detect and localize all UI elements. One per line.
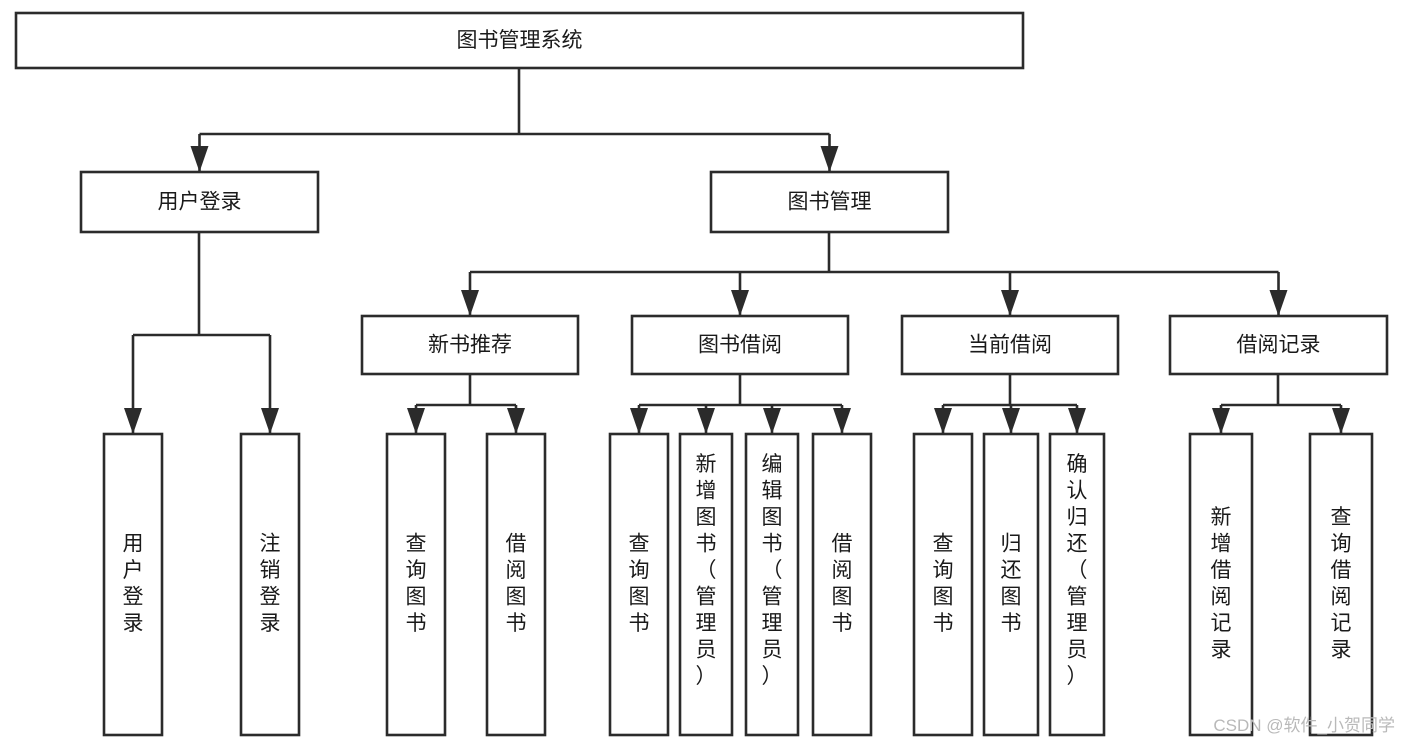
connector-login-to-leaves: [124, 232, 279, 434]
node-box[interactable]: [239, 432, 301, 737]
node-label: 借阅记录: [1237, 334, 1321, 357]
node-label: 图书管理: [788, 191, 872, 214]
arrow-head-icon: [1212, 408, 1230, 434]
connector-bookmgmt-to-level3: [461, 232, 1288, 316]
connector-borrow-to-leaves: [630, 374, 851, 434]
node-label: 借阅图书: [832, 533, 853, 636]
node-label: 查询图书: [629, 533, 650, 636]
node-label: 新增图书（管理员）: [696, 453, 717, 688]
node-leaf-current-return[interactable]: 归还图书: [982, 432, 1040, 737]
node-label: 查询图书: [406, 533, 427, 636]
arrow-head-icon: [630, 408, 648, 434]
node-label: 确认归还（管理员）: [1067, 453, 1088, 688]
node-label: 注销登录: [260, 533, 281, 636]
node-box[interactable]: [744, 432, 800, 737]
node-box[interactable]: [608, 432, 670, 737]
connector-newbook-to-leaves: [407, 374, 525, 434]
node-box[interactable]: [1048, 432, 1106, 737]
connector-records-to-leaves: [1212, 374, 1350, 434]
arrow-head-icon: [507, 408, 525, 434]
arrow-head-icon: [261, 408, 279, 434]
arrow-head-icon: [763, 408, 781, 434]
node-leaf-new-borrow[interactable]: 借阅图书: [485, 432, 547, 737]
node-box[interactable]: [14, 11, 1025, 70]
node-leaf-current-query[interactable]: 查询图书: [912, 432, 974, 737]
node-newbook[interactable]: 新书推荐: [360, 314, 580, 376]
node-leaf-record-add[interactable]: 新增借阅记录: [1188, 432, 1254, 737]
node-current[interactable]: 当前借阅: [900, 314, 1120, 376]
node-label: 图书借阅: [698, 334, 782, 357]
arrow-head-icon: [190, 146, 209, 172]
node-box[interactable]: [982, 432, 1040, 737]
node-box[interactable]: [385, 432, 447, 737]
arrow-head-icon: [820, 146, 839, 172]
node-box[interactable]: [912, 432, 974, 737]
node-label: 用户登录: [158, 191, 242, 214]
node-box[interactable]: [360, 314, 580, 376]
node-box[interactable]: [630, 314, 850, 376]
node-label: 用户登录: [123, 533, 144, 636]
csdn-watermark: CSDN @软件_小贺同学: [1213, 716, 1395, 735]
node-leaf-borrow-edit[interactable]: 编辑图书（管理员）: [744, 432, 800, 737]
connector-root-to-level2: [190, 68, 839, 172]
node-label: 图书管理系统: [457, 29, 583, 52]
node-label: 归还图书: [1001, 533, 1022, 636]
connector-layer: [124, 68, 1350, 434]
node-layer: 图书管理系统用户登录图书管理新书推荐图书借阅当前借阅借阅记录用户登录注销登录查询…: [14, 11, 1389, 737]
node-label: 借阅图书: [506, 533, 527, 636]
node-box[interactable]: [900, 314, 1120, 376]
node-leaf-borrow-lend[interactable]: 借阅图书: [811, 432, 873, 737]
node-leaf-borrow-query[interactable]: 查询图书: [608, 432, 670, 737]
arrow-head-icon: [697, 408, 715, 434]
arrow-head-icon: [833, 408, 851, 434]
node-box[interactable]: [1308, 432, 1374, 737]
node-box[interactable]: [811, 432, 873, 737]
node-box[interactable]: [79, 170, 320, 234]
node-box[interactable]: [709, 170, 950, 234]
node-leaf-current-confirm[interactable]: 确认归还（管理员）: [1048, 432, 1106, 737]
arrow-head-icon: [124, 408, 142, 434]
node-label: 新书推荐: [428, 334, 512, 357]
arrow-head-icon: [407, 408, 425, 434]
node-borrow[interactable]: 图书借阅: [630, 314, 850, 376]
node-bookmgmt[interactable]: 图书管理: [709, 170, 950, 234]
node-label: 查询图书: [933, 533, 954, 636]
node-box[interactable]: [485, 432, 547, 737]
node-root[interactable]: 图书管理系统: [14, 11, 1025, 70]
connector-current-to-leaves: [934, 374, 1086, 434]
arrow-head-icon: [1269, 290, 1288, 316]
node-leaf-new-query[interactable]: 查询图书: [385, 432, 447, 737]
node-leaf-user-logout[interactable]: 注销登录: [239, 432, 301, 737]
arrow-head-icon: [731, 290, 749, 316]
node-leaf-record-query[interactable]: 查询借阅记录: [1308, 432, 1374, 737]
node-box[interactable]: [102, 432, 164, 737]
node-label: 新增借阅记录: [1211, 506, 1232, 662]
node-box[interactable]: [1168, 314, 1389, 376]
arrow-head-icon: [461, 290, 479, 316]
arrow-head-icon: [1001, 290, 1019, 316]
node-box[interactable]: [678, 432, 734, 737]
node-login[interactable]: 用户登录: [79, 170, 320, 234]
arrow-head-icon: [1068, 408, 1086, 434]
node-leaf-borrow-add[interactable]: 新增图书（管理员）: [678, 432, 734, 737]
arrow-head-icon: [934, 408, 952, 434]
node-label: 查询借阅记录: [1331, 506, 1352, 662]
node-records[interactable]: 借阅记录: [1168, 314, 1389, 376]
node-label: 编辑图书（管理员）: [762, 453, 783, 688]
node-label: 当前借阅: [968, 334, 1052, 357]
arrow-head-icon: [1332, 408, 1350, 434]
node-box[interactable]: [1188, 432, 1254, 737]
node-leaf-user-login[interactable]: 用户登录: [102, 432, 164, 737]
arrow-head-icon: [1002, 408, 1020, 434]
